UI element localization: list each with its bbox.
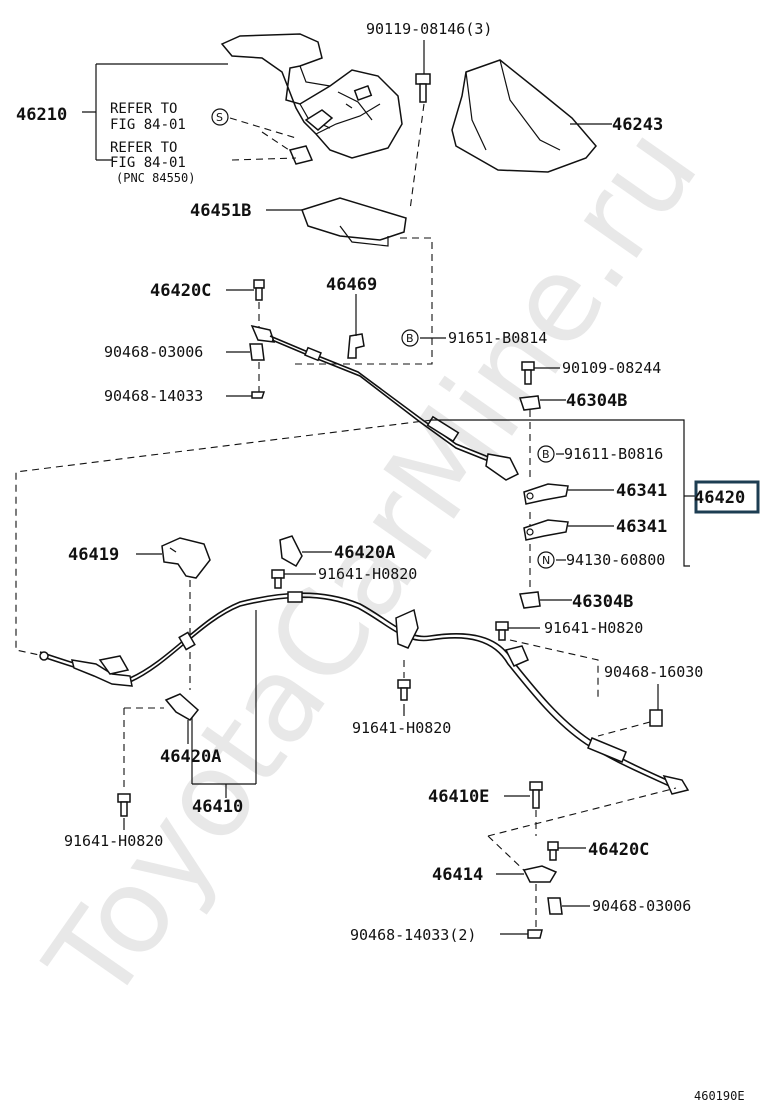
- label-90468-03006-top: 90468-03006: [104, 343, 203, 361]
- symbol-b-1: B: [406, 332, 414, 345]
- clip-46469: [347, 333, 365, 359]
- label-91641-H0820-d: 91641-H0820: [64, 832, 163, 850]
- bolt-46420C-bottom: [547, 841, 559, 861]
- label-46341-a: 46341: [616, 481, 667, 501]
- label-46410E: 46410E: [428, 787, 489, 807]
- label-refer2-line1: REFER TO: [110, 140, 177, 156]
- label-46243: 46243: [612, 115, 663, 135]
- label-refer1-line1: REFER TO: [110, 101, 177, 117]
- label-refer2-line3: (PNC 84550): [116, 171, 195, 185]
- symbol-n: N: [542, 554, 550, 567]
- label-94130-60800: 94130-60800: [566, 551, 665, 569]
- bracket-46451B: [301, 197, 407, 247]
- label-90468-16030: 90468-16030: [604, 663, 703, 681]
- bolt-91641-c: [397, 679, 411, 701]
- label-46419: 46419: [68, 545, 119, 565]
- label-46410: 46410: [192, 797, 243, 817]
- bolt-46420C-top: [253, 279, 265, 301]
- bolt-91641-b: [495, 621, 509, 641]
- symbol-b-2: B: [542, 448, 550, 461]
- label-46451B: 46451B: [190, 201, 251, 221]
- parking-brake-lever-46210: [220, 33, 403, 165]
- grommet-46304B-top: [518, 395, 541, 411]
- label-91641-H0820-a: 91641-H0820: [318, 565, 417, 583]
- bracket-46419: [161, 537, 211, 579]
- label-91611-B0816: 91611-B0816: [564, 445, 663, 463]
- label-91641-H0820-c: 91641-H0820: [352, 719, 451, 737]
- bracket-46414: [522, 865, 558, 883]
- label-90468-03006-bottom: 90468-03006: [592, 897, 691, 915]
- label-46420: 46420: [694, 488, 745, 508]
- label-46414: 46414: [432, 865, 483, 885]
- equalizer-46341-a: [523, 483, 569, 505]
- symbol-s: S: [216, 111, 223, 124]
- label-46420A-bottom: 46420A: [160, 747, 221, 767]
- label-90468-14033-top: 90468-14033: [104, 387, 203, 405]
- label-90119-08146: 90119-08146(3): [366, 20, 492, 38]
- label-91641-H0820-b: 91641-H0820: [544, 619, 643, 637]
- clip-90468-16030: [649, 709, 663, 727]
- bolt-46410E: [529, 781, 543, 809]
- label-46420C-bottom: 46420C: [588, 840, 649, 860]
- front-cable-46420: [250, 324, 520, 481]
- equalizer-46341-b: [523, 519, 569, 541]
- bolt-90109-08244: [521, 361, 535, 385]
- label-90109-08244: 90109-08244: [562, 359, 661, 377]
- bolt-91641-d: [117, 793, 131, 817]
- label-46469: 46469: [326, 275, 377, 295]
- label-46420A-top: 46420A: [334, 543, 395, 563]
- figure-code: 460190E: [694, 1089, 745, 1103]
- bolt-90119: [415, 73, 431, 103]
- grommet-46304B-bottom: [519, 591, 541, 609]
- label-91651-B0814: 91651-B0814: [448, 329, 547, 347]
- label-90468-14033-bottom: 90468-14033(2): [350, 926, 476, 944]
- bracket-46420A-bottom: [164, 693, 200, 721]
- highlight-box-46420: [694, 480, 760, 514]
- label-46210: 46210: [16, 105, 67, 125]
- label-refer1-line2: FIG 84-01: [110, 117, 186, 133]
- label-46304B-top: 46304B: [566, 391, 627, 411]
- label-46304B-bottom: 46304B: [572, 592, 633, 612]
- bracket-46420A-top: [279, 535, 303, 568]
- rear-cable-46410: [39, 591, 690, 795]
- label-46341-b: 46341: [616, 517, 667, 537]
- label-refer2-line2: FIG 84-01: [110, 155, 186, 171]
- boot-46243: [451, 59, 597, 173]
- label-46420C-top: 46420C: [150, 281, 211, 301]
- clip-90468-03006-bottom: [547, 897, 563, 915]
- clip-90468-03006-top: [249, 343, 265, 361]
